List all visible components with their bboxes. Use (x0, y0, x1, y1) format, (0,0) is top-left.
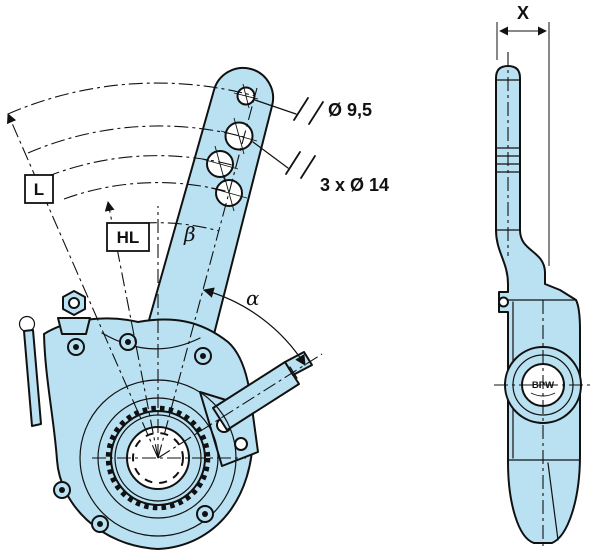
hole-crosshairs (201, 83, 259, 212)
alpha-ray (157, 353, 323, 459)
dia-small-tick (308, 101, 324, 125)
dimension-x (496, 22, 550, 266)
dia-large-tick (285, 151, 301, 175)
length-HL-ray (104, 201, 159, 459)
label-box-HL (106, 222, 150, 252)
side-centerlines (494, 52, 592, 549)
label-box-L (24, 174, 54, 204)
beta-label: β (183, 222, 196, 246)
adjuster-boss (212, 361, 300, 431)
leader-dia-large (252, 141, 289, 169)
leader-dia-small (254, 99, 297, 115)
label-HL: HL (117, 228, 140, 247)
gear-teeth (105, 405, 211, 511)
swing-arc-hole1 (27, 125, 245, 154)
alpha-angle-arc (202, 287, 306, 366)
dia-small-label: Ø 9,5 (328, 100, 372, 120)
swing-arc-hole2 (45, 155, 237, 178)
alpha-label: α (246, 286, 260, 310)
bleed-valve-mount (57, 317, 91, 335)
bracket-hole (234, 437, 248, 451)
swing-arc-hole3 (63, 182, 230, 200)
side-silhouette (495, 65, 581, 544)
housing-bolts (53, 333, 214, 533)
hex-bolt-hole (68, 297, 80, 309)
x-label: X (517, 3, 529, 23)
arm-centerline (157, 87, 258, 459)
dimension-leaders (252, 97, 324, 179)
clamp-bolt (498, 296, 509, 308)
dia-large-tick (300, 155, 316, 179)
dia-small-tick (293, 97, 309, 121)
cotter-pin-shaft (23, 329, 42, 427)
length-L-ray (7, 113, 159, 459)
arm-body-seam (101, 332, 201, 350)
side-view: BPW (495, 65, 582, 544)
swing-arc-L (7, 82, 256, 115)
front-centerlines (7, 82, 323, 459)
dia-large-label: 3 x Ø 14 (320, 175, 389, 195)
label-L: L (34, 180, 44, 199)
spline-teeth (132, 432, 184, 484)
